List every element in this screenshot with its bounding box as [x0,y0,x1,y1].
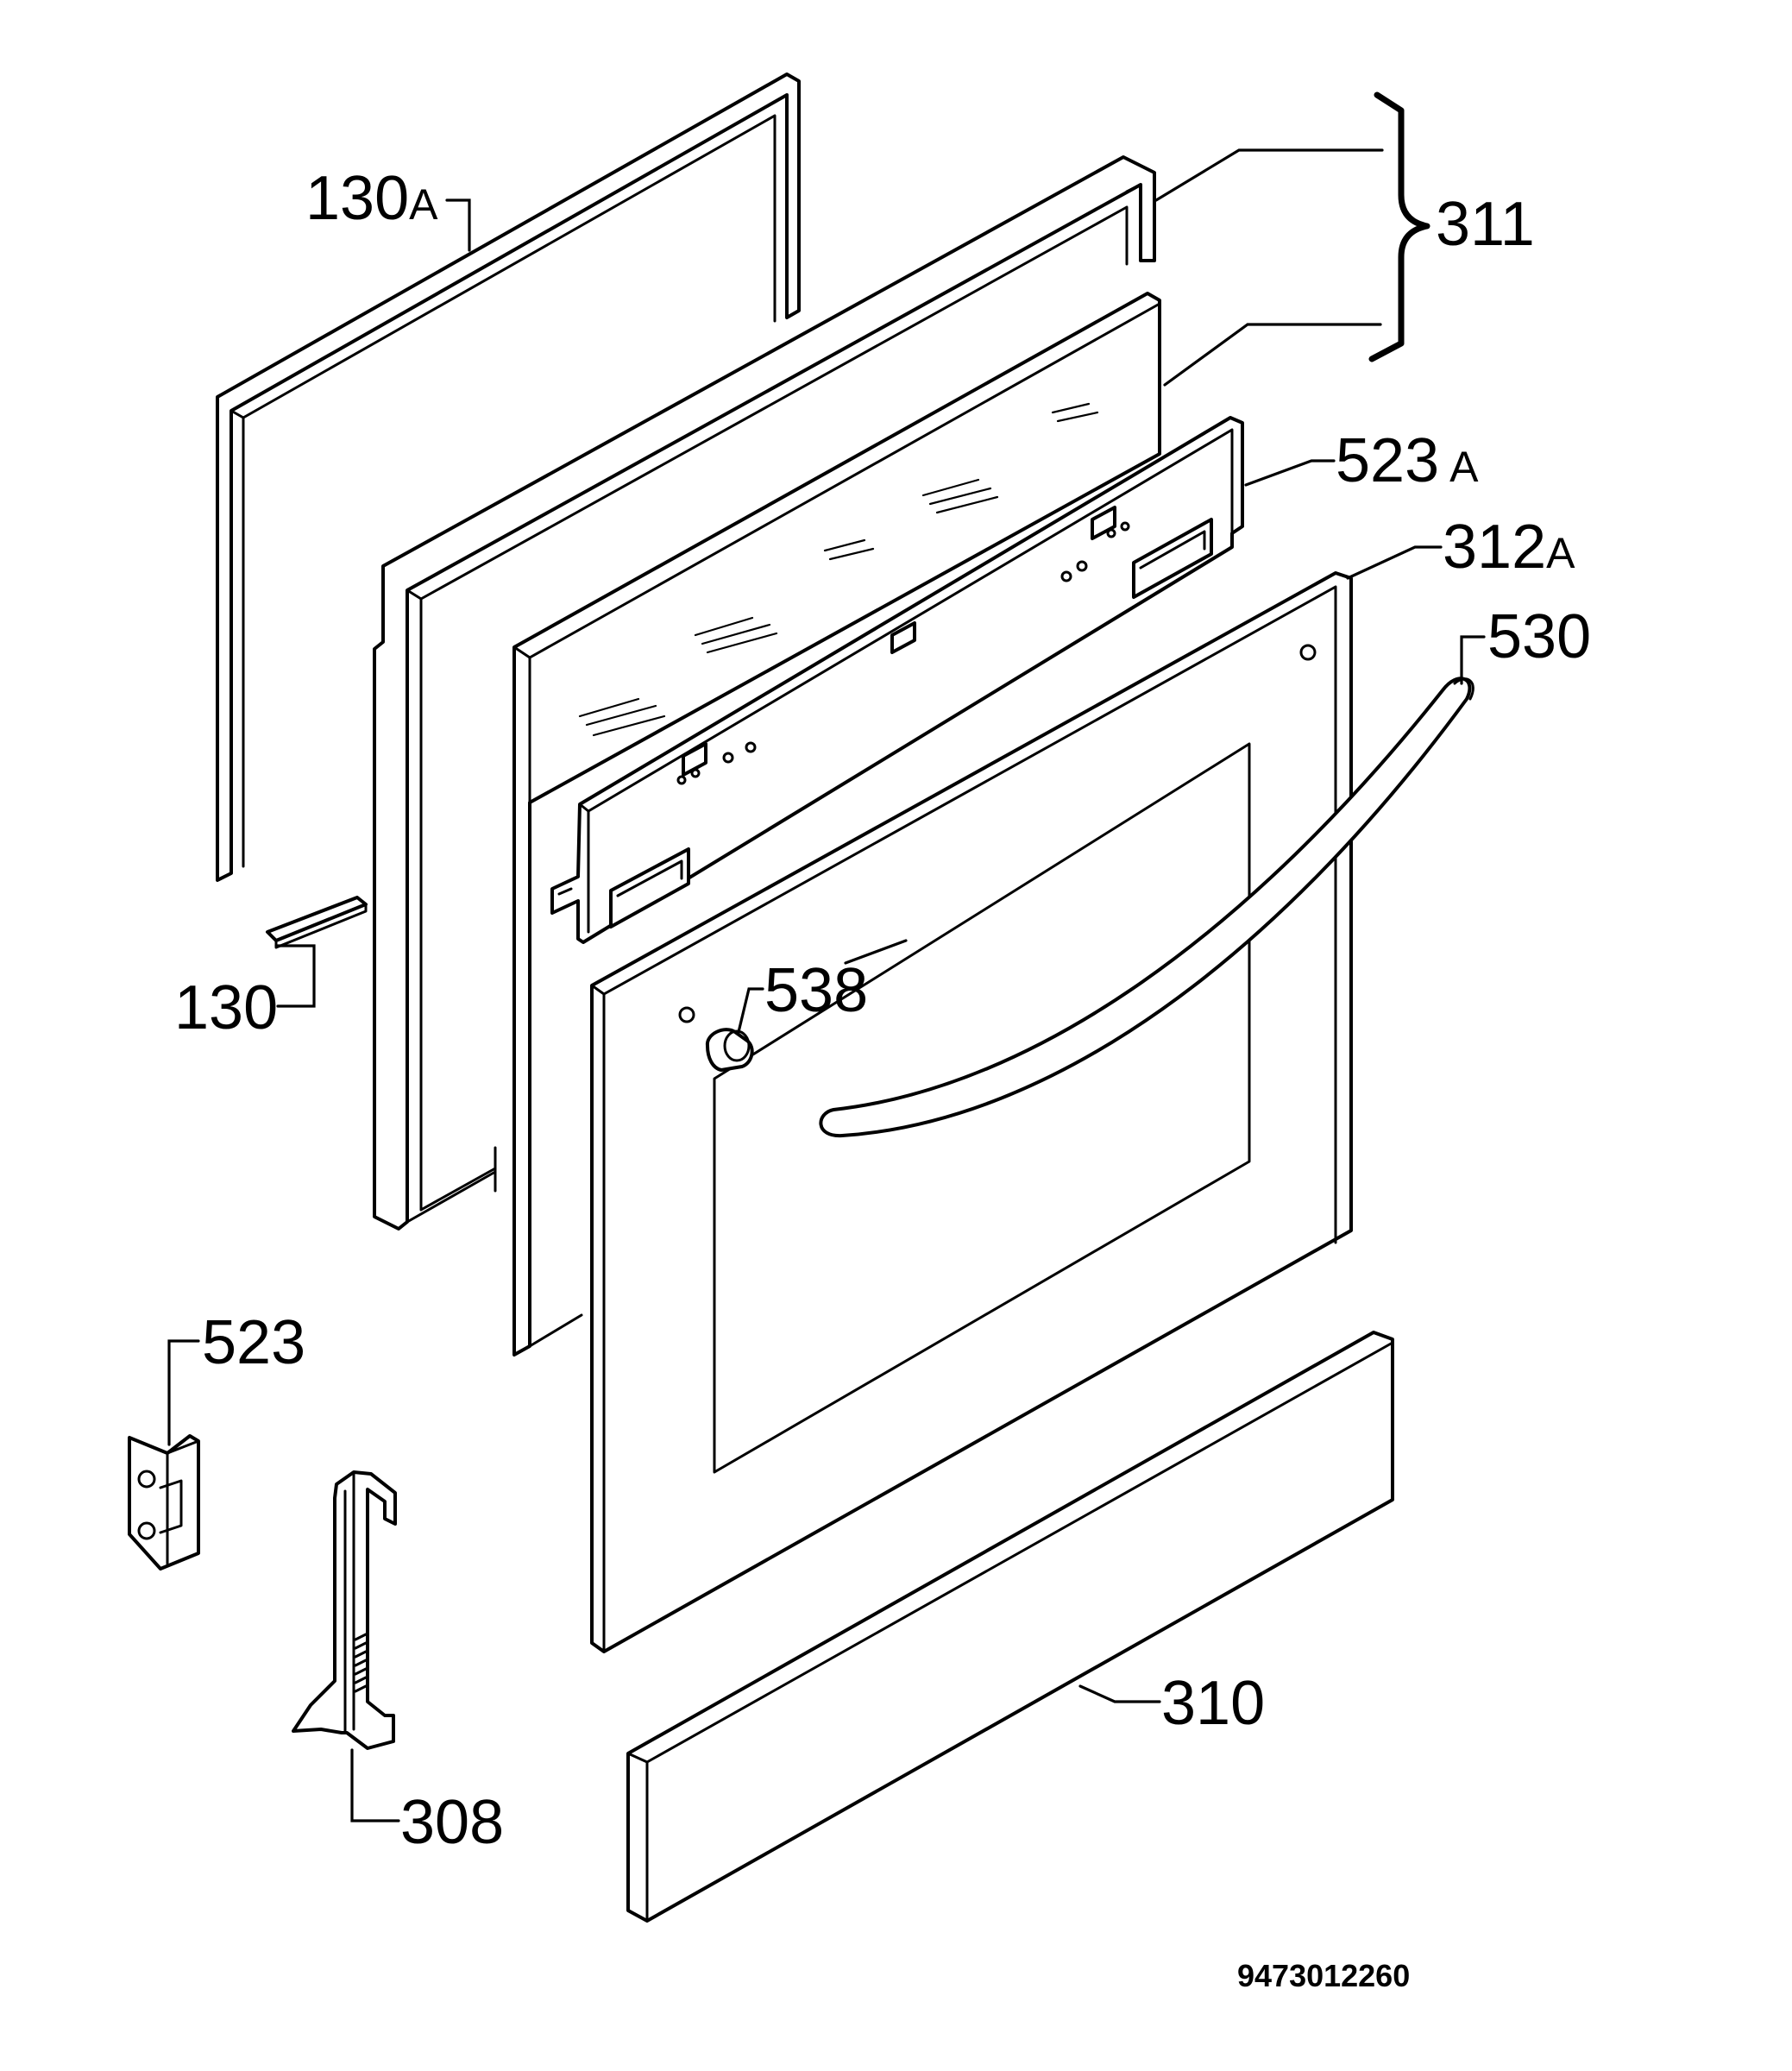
callout-538: 538 [764,956,868,1025]
part-308-hinge-arm [292,1470,397,1750]
leader-lines [167,148,1486,1822]
brace-311 [1368,91,1430,362]
leader-310 [1078,1684,1161,1703]
part-311-inner-glass [512,292,1161,1357]
callout-311: 311 [1436,190,1535,259]
callout-130: 130 [174,973,278,1042]
leader-523 [167,1339,200,1446]
part-310-trim-panel [626,1331,1394,1923]
callout-523: 523 [202,1308,305,1377]
leader-523A [1244,459,1336,487]
leader-312A [1346,545,1443,580]
part-530-door-handle [819,677,1474,1138]
callout-308: 308 [400,1788,504,1857]
callout-312A: 312A [1443,513,1575,582]
part-538-spacer [705,1028,754,1072]
callout-530: 530 [1487,602,1591,671]
callout-130A: 130A [305,164,438,233]
part-130A-door-seal [216,72,801,882]
part-130-seal-strip [266,896,368,949]
callout-310: 310 [1161,1669,1265,1738]
leader-130A [445,198,471,252]
leader-530 [1460,635,1486,685]
leader-311-upper [1154,148,1384,202]
part-523-hinge-block [128,1434,200,1571]
leader-308 [350,1748,400,1822]
part-523A-hinge-bracket [550,416,1244,944]
leader-311-lower [1163,323,1382,387]
leader-538 [737,987,764,1034]
part-311-inner-frame [373,155,1156,1231]
leader-130 [274,944,316,1008]
document-number: 9473012260 [1237,1958,1410,1993]
leader-538-to-handle [844,939,908,965]
part-312A-outer-door-glass [590,571,1353,1653]
